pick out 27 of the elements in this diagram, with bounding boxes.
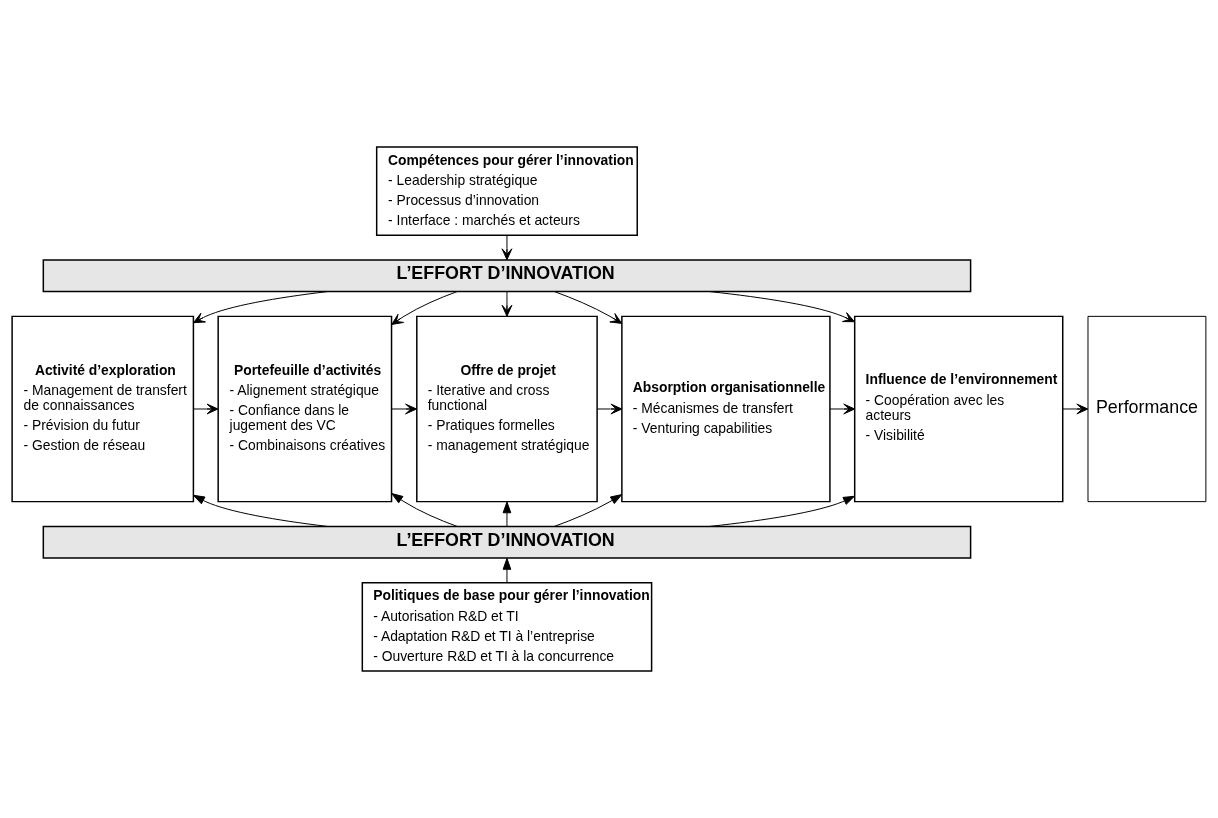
arrow <box>554 494 623 527</box>
node-box: Politiques de base pour gérer l’innovation - Autorisation R&D et TI - Adaptation R&D et TI à l’entreprise - Ouverture R&D et TI à la concurrence <box>361 582 653 672</box>
node-box: Offre de projet - Iterative and cross functional - Pratiques formelles - management stratégique <box>416 315 598 503</box>
arrow <box>502 501 512 527</box>
arrow <box>193 291 328 324</box>
arrow <box>391 403 417 415</box>
node-box: Absorption organisationnelle - Mécanismes de transfert - Venturing capabilities <box>621 315 831 503</box>
arrow <box>501 234 513 261</box>
arrow <box>596 403 623 415</box>
arrow <box>1062 403 1089 415</box>
arrow <box>709 291 855 323</box>
arrow <box>193 494 328 527</box>
arrow <box>829 403 856 415</box>
node-box: Performance <box>1087 315 1207 503</box>
arrow <box>554 291 623 324</box>
node-box: Portefeuille d’activités - Alignement stratégique - Confiance dans le jugement des VC - Combinaisons créatives <box>217 315 393 503</box>
node-box: Influence de l’environnement - Coopération avec les acteurs - Visibilité <box>853 315 1064 503</box>
arrow <box>502 557 512 584</box>
node-box: L’EFFORT D’INNOVATION <box>42 259 972 293</box>
arrow <box>193 403 219 415</box>
arrow <box>709 495 855 527</box>
arrow <box>391 493 458 527</box>
node-box: Compétences pour gérer l’innovation - Leadership stratégique - Processus d’innovation - Interface : marchés et acteurs <box>375 146 638 236</box>
node-box: L’EFFORT D’INNOVATION <box>42 525 972 559</box>
arrow <box>501 291 513 317</box>
node-box: Activité d’exploration - Management de transfert de connaissances - Prévision du futur - Gestion de réseau <box>11 315 195 503</box>
arrow <box>391 291 458 325</box>
